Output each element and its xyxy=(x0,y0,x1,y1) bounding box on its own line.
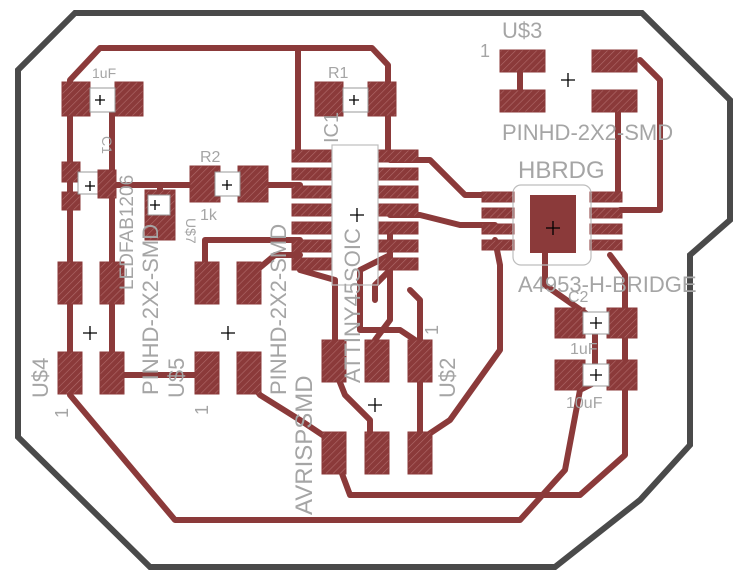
r1-name-label: R1 xyxy=(328,65,349,82)
c3-value-label: 1uF xyxy=(570,341,598,358)
c2-value-label: 10uF xyxy=(566,395,603,412)
hbridge-part-label: A4953-H-BRIDGE xyxy=(518,272,697,297)
u5-part-label: PINHD-2X2-SMD xyxy=(138,224,163,395)
silkscreen-labels: 1uF C1 R1 R2 1k 1 U$3 PINHD-2X2-SMD HBRD… xyxy=(28,18,697,515)
ic1-part-label: ATTINY45SOIC xyxy=(340,228,365,383)
ic1-name-label: IC1 xyxy=(321,112,343,143)
u3-name-label: U$3 xyxy=(502,18,542,43)
u5-name-label: U$5 xyxy=(164,358,189,398)
u3-part-label: PINHD-2X2-SMD xyxy=(502,120,673,145)
origin-markers xyxy=(83,73,602,412)
u2-pin-label: 1 xyxy=(422,325,442,335)
avrisp-part-label: AVRISPSMD xyxy=(291,375,318,515)
c1-value-label: 1uF xyxy=(92,65,116,81)
u2-name-label: U$2 xyxy=(435,358,460,398)
u2-part-label: PINHD-2X2-SMD xyxy=(266,224,291,395)
u3-pin-label: 1 xyxy=(480,41,490,61)
c1-name-label: C1 xyxy=(99,136,115,154)
c2-name-label: C2 xyxy=(568,289,589,306)
r2-name-label: R2 xyxy=(200,149,221,166)
board-outline xyxy=(15,10,733,570)
u5-pin-label: 1 xyxy=(192,405,212,415)
led-part-label: LEDFAB1206 xyxy=(117,175,138,290)
r2-value-label: 1k xyxy=(200,207,218,224)
u4-name-label: U$4 xyxy=(28,358,53,398)
u4-pin-label: 1 xyxy=(52,408,72,418)
hbridge-name-label: HBRDG xyxy=(518,157,605,184)
u7-name-label: U$7 xyxy=(183,218,199,244)
